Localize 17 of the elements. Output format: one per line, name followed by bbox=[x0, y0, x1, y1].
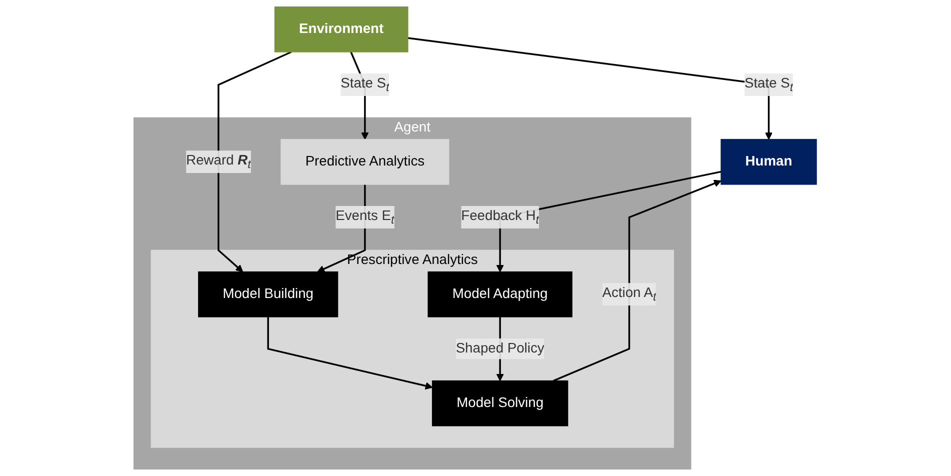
edge-label: Shaped Policy bbox=[456, 341, 545, 356]
node-box: Human bbox=[720, 138, 818, 185]
edge-label: Reward R$_{t}$ bbox=[186, 153, 252, 171]
edge-label: State S$_{t}$ bbox=[340, 76, 390, 94]
arrow bbox=[553, 180, 722, 382]
arrow bbox=[268, 316, 434, 390]
node-box: Model Building bbox=[198, 271, 338, 318]
edge-label: Feedback H$_{t}$ bbox=[461, 208, 540, 226]
edge-label: State S$_{t}$ bbox=[744, 76, 794, 94]
node-box: Predictive Analytics bbox=[280, 138, 450, 185]
node-box: Environment bbox=[274, 6, 409, 52]
arrow bbox=[218, 51, 292, 272]
node-box: Model Solving bbox=[432, 380, 568, 426]
arrow bbox=[408, 37, 773, 140]
edge-label: Events E$_{t}$ bbox=[336, 208, 395, 226]
edge-label: Action A$_{t}$ bbox=[602, 286, 657, 304]
node-box: Model Adapting bbox=[428, 271, 573, 318]
